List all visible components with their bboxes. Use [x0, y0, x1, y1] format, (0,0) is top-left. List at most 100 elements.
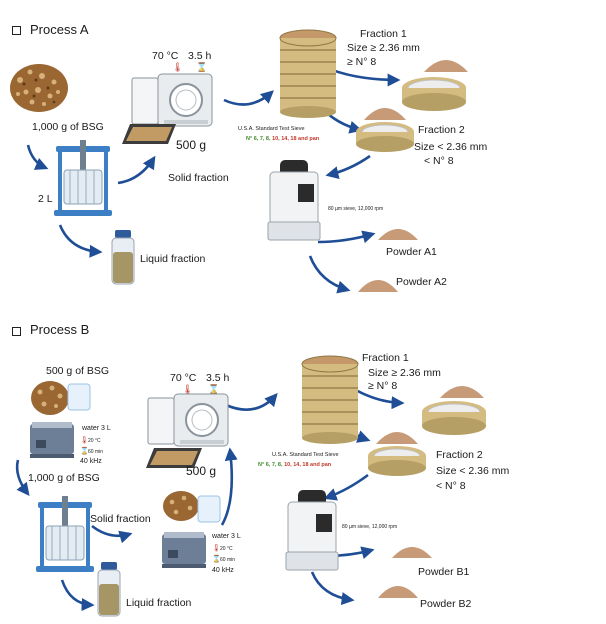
oven-temperature-label: 70 °C: [152, 50, 179, 62]
fraction1-size: Size ≥ 2.36 mm: [368, 367, 441, 379]
arrow-press-to-oven-a: [117, 155, 156, 185]
sieve-pan-icon: [356, 122, 414, 152]
powder-pile-icon: [364, 108, 406, 120]
thermometer-icon: 🌡: [172, 62, 184, 72]
solid-fraction-label: Solid fraction: [168, 172, 229, 184]
fraction2-sieve-number: < N° 8: [436, 480, 466, 492]
bsg-grain-image: [31, 381, 69, 415]
drying-tray-icon: [146, 448, 202, 468]
powder-b2-label: Powder B2: [420, 598, 472, 610]
fraction2-size: Size < 2.36 mm: [414, 141, 488, 153]
tray-mass-label: 500 g: [186, 464, 217, 478]
mill-info-label: 80 µm sieve, 12,000 rpm: [342, 524, 398, 530]
sieve-numbers-red: 10, 14, 18 and pan: [284, 462, 332, 468]
sieve-standard-label: U.S.A. Standard Test Sieve: [272, 452, 339, 458]
mill-info-label: 80 µm sieve, 12,000 rpm: [328, 206, 384, 212]
bath-temp-label: 20 °C: [220, 546, 233, 552]
bsg-grain-image: [163, 491, 199, 521]
tray-mass-label: 500 g: [176, 138, 207, 152]
sieve-stack-icon: [279, 29, 337, 118]
hourglass-icon: ⌛: [196, 62, 208, 72]
oven-temperature-label: 70 °C: [170, 372, 197, 384]
fraction1-sieve-number: ≥ N° 8: [368, 380, 398, 392]
water-bag-icon: [67, 383, 91, 411]
bath-freq-label: 40 kHz: [80, 458, 102, 465]
arrow-press-to-liquid-a: [58, 224, 103, 258]
powder-pile-icon: [378, 586, 418, 598]
fraction1-title: Fraction 1: [362, 352, 409, 364]
water-label: water 3 L: [82, 425, 111, 432]
sieve-numbers-green: N° 6, 7, 8,: [246, 136, 271, 142]
arrow-mill-to-powder2-a: [308, 255, 351, 294]
centrifugal-mill-icon: [267, 160, 321, 241]
centrifugal-mill-icon: [285, 490, 339, 571]
arrow-bsg-to-press-a: [26, 144, 49, 170]
sieve-pan-icon: [422, 401, 486, 435]
bath-time-label: 60 min: [220, 557, 236, 563]
hourglass-icon: ⌛: [80, 448, 89, 455]
thermometer-icon: 🌡: [212, 545, 221, 552]
fraction2-sieve-number: < N° 8: [424, 155, 454, 167]
powder-pile-icon: [392, 547, 432, 558]
water-bag-icon: [197, 495, 221, 523]
hourglass-icon: ⌛: [212, 556, 221, 563]
fraction1-title: Fraction 1: [360, 28, 407, 40]
sieve-numbers-green: N° 6, 7, 8,: [258, 462, 283, 468]
powder-pile-icon: [440, 386, 484, 398]
bath-temp-label: 20 °C: [88, 438, 101, 444]
arrow-oven-to-sieve-b: [225, 393, 278, 411]
arrow-press-to-liquid-b: [60, 579, 95, 612]
fraction2-title: Fraction 2: [436, 449, 483, 461]
arrow-mill-to-powder1-a: [317, 230, 376, 244]
powder-a1-label: Powder A1: [386, 246, 437, 258]
process-b-title: Process B: [30, 322, 90, 337]
sieve-numbers-red: 10, 14, 18 and pan: [272, 136, 320, 142]
powder-pile-icon: [358, 280, 398, 292]
arrow-bath2-to-oven-b: [220, 447, 238, 526]
bsg-500-label: 500 g of BSG: [46, 365, 110, 377]
process-b-checkbox-icon: [12, 327, 21, 336]
arrow-oven-to-sieve-a: [223, 90, 274, 106]
fraction2-size: Size < 2.36 mm: [436, 465, 510, 477]
bath-freq-label: 40 kHz: [212, 567, 234, 574]
powder-a2-label: Powder A2: [396, 276, 447, 288]
press-volume-label: 2 L: [38, 193, 53, 205]
bsg-amount-label: 1,000 g of BSG: [28, 472, 100, 484]
hourglass-icon: ⌛: [208, 384, 220, 394]
sieve-stack-icon: [301, 355, 359, 444]
sieve-pan-icon: [368, 446, 426, 476]
ultrasonic-bath-icon: [30, 422, 74, 458]
fraction1-sieve-number: ≥ N° 8: [347, 56, 377, 68]
arrow-bath-to-press-b: [15, 459, 30, 497]
bath-time-label: 60 min: [88, 449, 104, 455]
bsg-amount-label: 1,000 g of BSG: [32, 121, 104, 133]
water-label: water 3 L: [212, 533, 241, 540]
liquid-fraction-label: Liquid fraction: [126, 597, 192, 609]
liquid-bottle-icon: [111, 230, 135, 285]
press-icon: [36, 496, 94, 572]
sieve-pan-icon: [402, 77, 466, 111]
powder-b1-label: Powder B1: [418, 566, 470, 578]
sieve-standard-label: U.S.A. Standard Test Sieve: [238, 126, 305, 132]
thermometer-icon: 🌡: [182, 384, 194, 394]
arrow-mill-to-powder2-b: [310, 571, 355, 606]
powder-pile-icon: [376, 432, 418, 444]
fraction2-title: Fraction 2: [418, 124, 465, 136]
powder-pile-icon: [378, 229, 418, 240]
process-a-checkbox-icon: [12, 26, 21, 35]
fraction1-size: Size ≥ 2.36 mm: [347, 42, 420, 54]
press-icon: [54, 140, 112, 216]
powder-pile-icon: [424, 60, 468, 72]
ultrasonic-bath-icon: [162, 532, 206, 568]
oven-icon: [147, 393, 229, 447]
solid-fraction-label: Solid fraction: [90, 513, 151, 525]
arrow-fraction2-to-mill-a: [325, 154, 371, 180]
process-a-title: Process A: [30, 22, 89, 37]
drying-tray-icon: [122, 124, 176, 144]
liquid-fraction-label: Liquid fraction: [140, 253, 206, 265]
thermometer-icon: 🌡: [80, 437, 89, 444]
oven-duration-label: 3.5 h: [188, 50, 212, 62]
oven-duration-label: 3.5 h: [206, 372, 230, 384]
bsg-grain-image: [10, 64, 68, 112]
liquid-bottle-icon: [97, 562, 121, 617]
